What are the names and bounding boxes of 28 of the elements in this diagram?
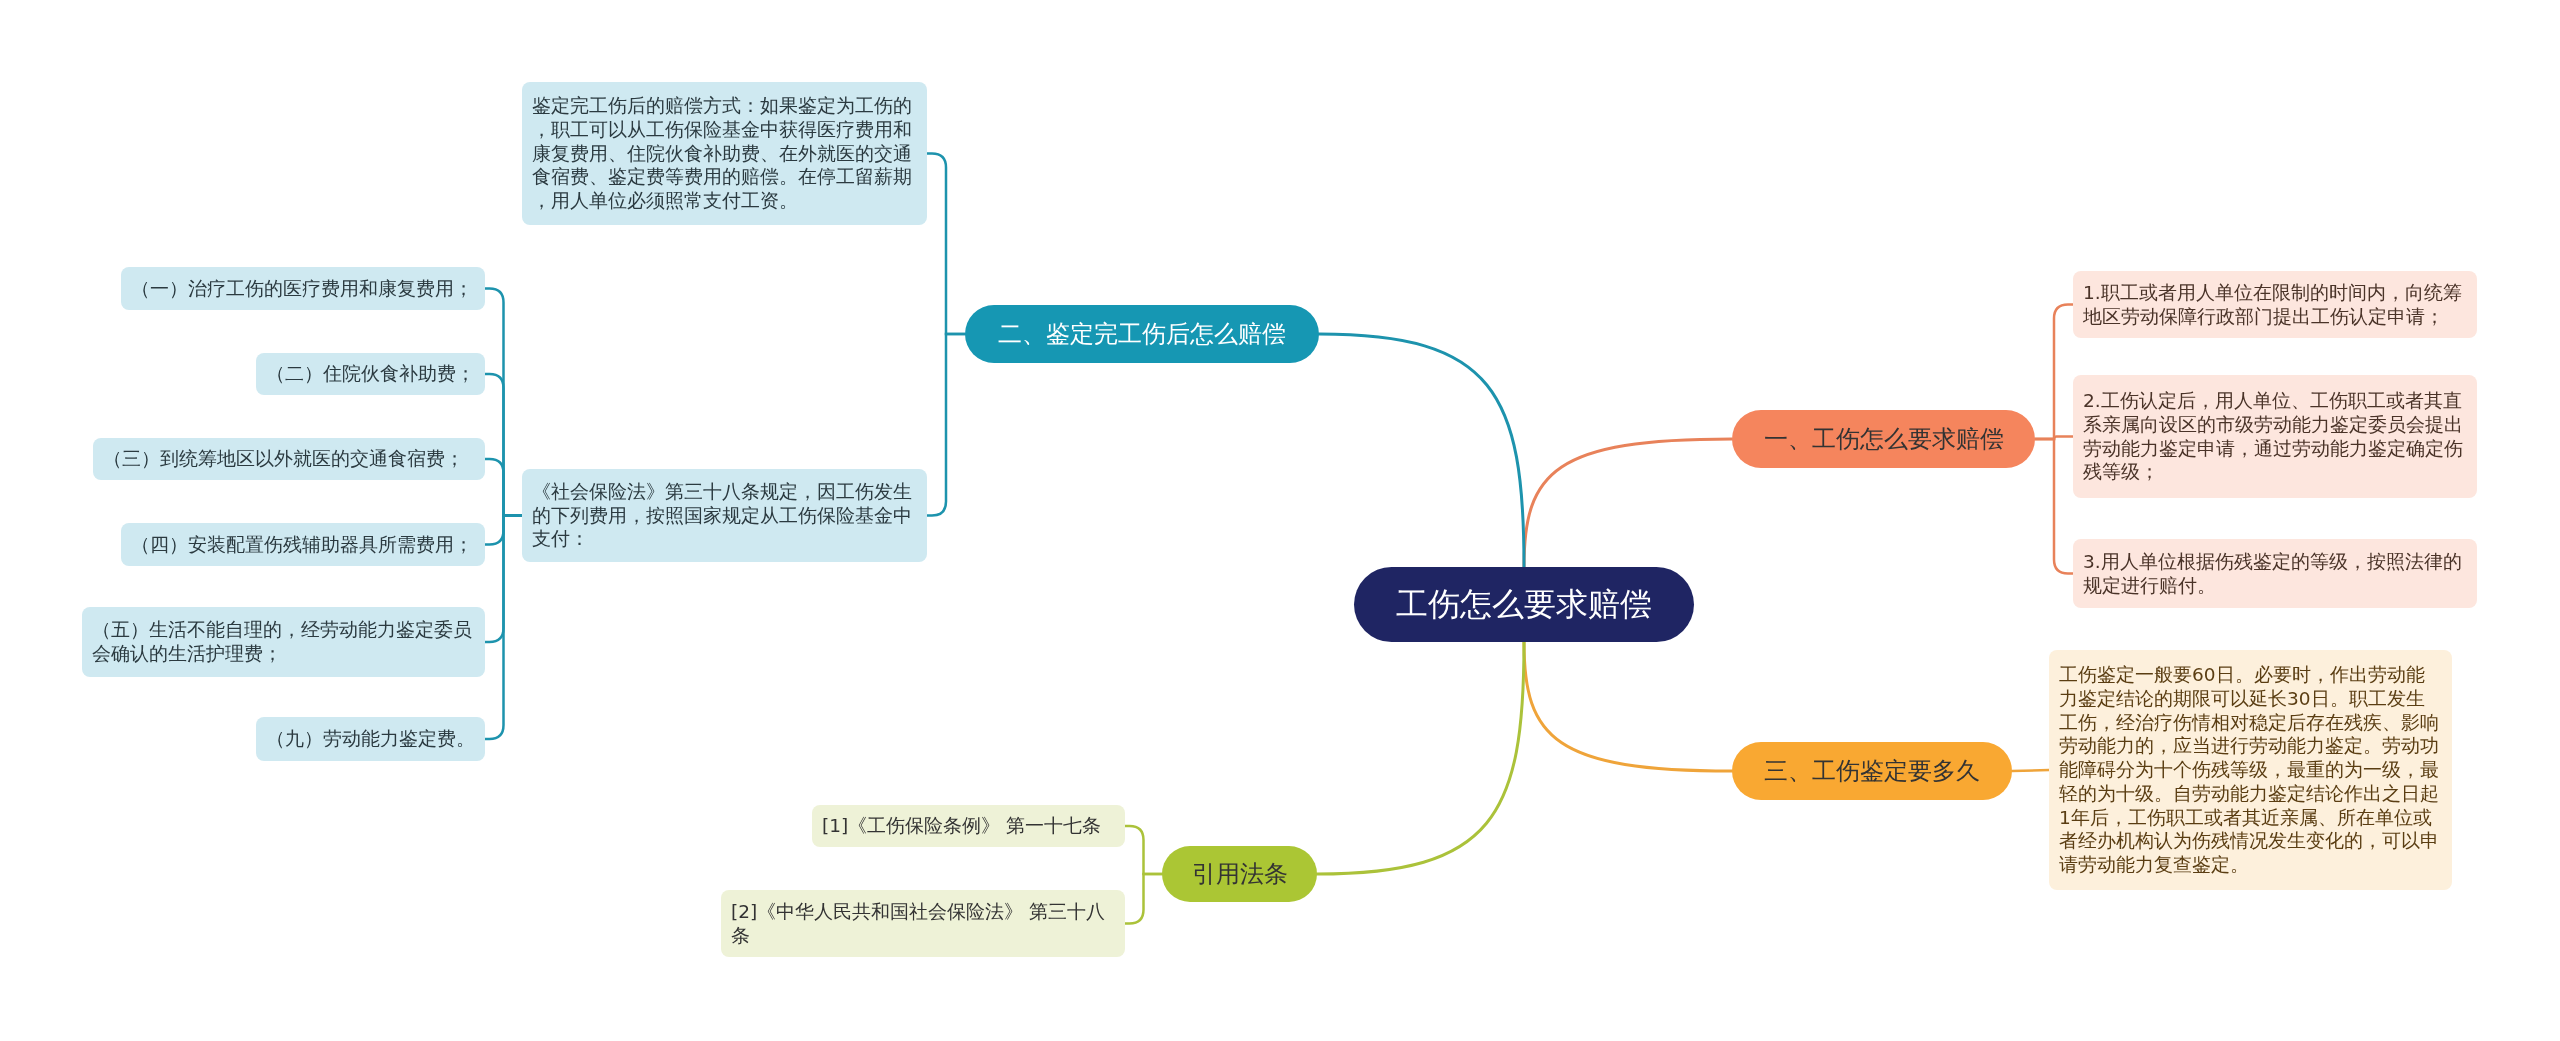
connector-line	[925, 332, 967, 517]
branch-topic: 引用法条	[1162, 846, 1317, 902]
note-box: （三）到统筹地区以外就医的交通食宿费；	[93, 438, 485, 480]
connector-line	[1315, 640, 1526, 876]
note-box: 工伤鉴定一般要60日。必要时，作出劳动能力鉴定结论的期限可以延长30日。职工发生工伤，经治疗伤情相对稳定后存在残疾、影响劳动能力的，应当进行劳动能力鉴定。劳动功能障碍分为十个伤残等级，最重的为一级，最轻的为十级。自劳动能力鉴定结论作出之日起1年后，工伤职工或者其近亲属、所在单位或者经办机构认为伤残情况发生变化的，可以申请劳动能力复查鉴定。	[2049, 650, 2452, 890]
connector-line	[1522, 437, 1734, 569]
note-box: 《社会保险法》第三十八条规定，因工伤发生的下列费用，按照国家规定从工伤保险基金中支付：	[522, 469, 927, 562]
note-box: （四）安装配置伤残辅助器具所需费用；	[121, 523, 485, 566]
note-box: 1.职工或者用人单位在限制的时间内，向统筹地区劳动保障行政部门提出工伤认定申请；	[2073, 271, 2477, 338]
connector-line	[2033, 437, 2075, 575]
note-box: 鉴定完工伤后的赔偿方式：如果鉴定为工伤的，职工可以从工伤保险基金中获得医疗费用和康复费用、住院伙食补助费、在外就医的交通食宿费、鉴定费等费用的赔偿。在停工留薪期，用人单位必须照常支付工资。	[522, 82, 927, 225]
note-box: （一）治疗工伤的医疗费用和康复费用；	[121, 267, 485, 310]
branch-topic: 一、工伤怎么要求赔偿	[1732, 410, 2035, 468]
note-box: （二）住院伙食补助费；	[256, 353, 485, 395]
connector-line	[1123, 872, 1164, 925]
note-box: [1]《工伤保险条例》 第一十七条	[812, 805, 1125, 847]
central-topic: 工伤怎么要求赔偿	[1354, 567, 1694, 642]
connector-line	[2010, 768, 2051, 773]
note-box: （五）生活不能自理的，经劳动能力鉴定委员会确认的生活护理费；	[82, 607, 485, 677]
note-box: [2]《中华人民共和国社会保险法》 第三十八条	[721, 890, 1125, 957]
connector-line	[483, 514, 524, 741]
note-box: （九）劳动能力鉴定费。	[256, 717, 485, 761]
note-box: 2.工伤认定后，用人单位、工伤职工或者其直系亲属向设区的市级劳动能力鉴定委员会提出劳动能力鉴定申请，通过劳动能力鉴定确定伤残等级；	[2073, 375, 2477, 498]
connector-line	[1522, 640, 1734, 773]
connector-line	[1317, 332, 1526, 569]
branch-topic: 二、鉴定完工伤后怎么赔偿	[965, 305, 1319, 363]
note-box: 3.用人单位根据伤残鉴定的等级，按照法律的规定进行赔付。	[2073, 539, 2477, 608]
branch-topic: 三、工伤鉴定要多久	[1732, 742, 2012, 800]
